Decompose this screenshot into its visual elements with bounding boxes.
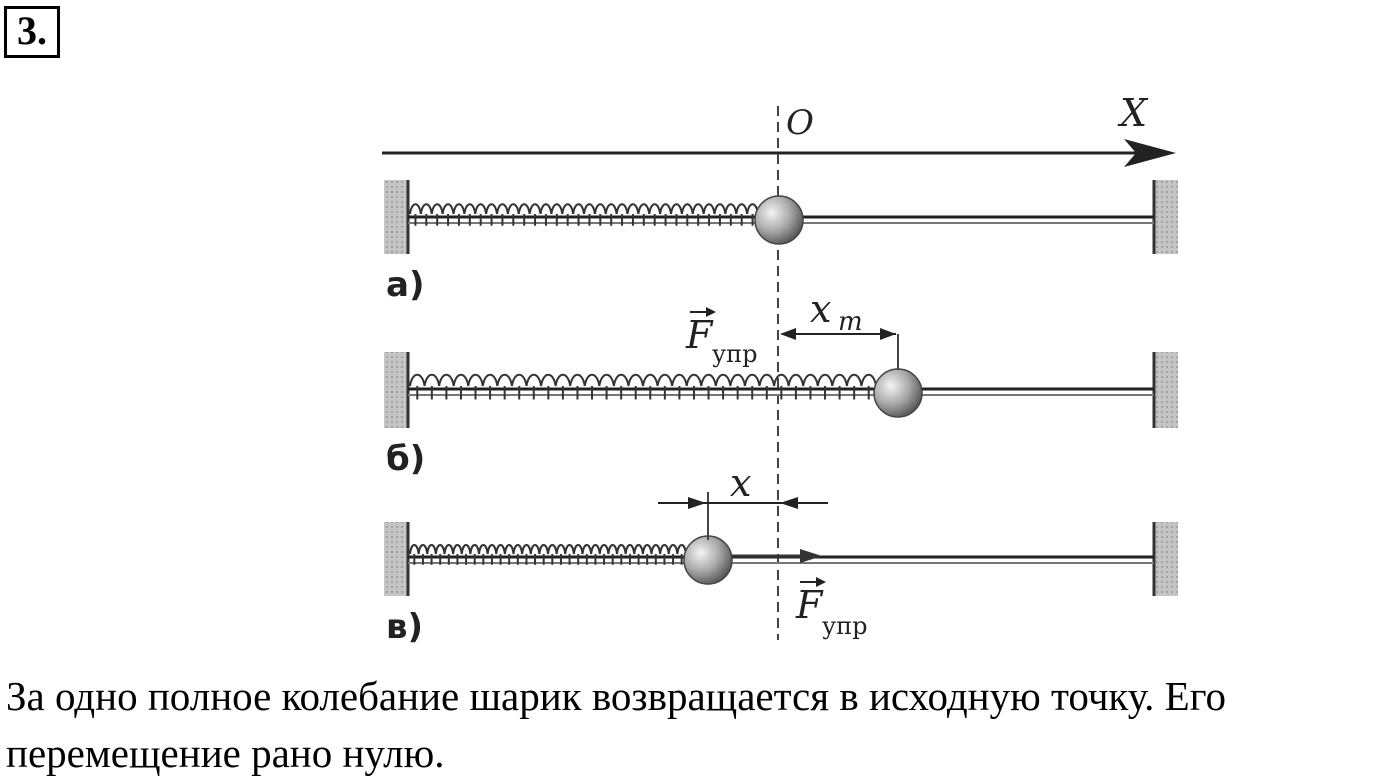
force-vector-tip bbox=[816, 577, 826, 587]
spring bbox=[409, 373, 877, 400]
spring bbox=[409, 544, 687, 565]
displacement-arrow-in-left bbox=[688, 497, 706, 509]
amplitude-arrow-right bbox=[880, 328, 896, 340]
amplitude-label: x bbox=[810, 287, 831, 331]
panel-c: x F упр в) bbox=[384, 461, 1178, 647]
force-label: F bbox=[685, 313, 714, 357]
panel-a: а) bbox=[384, 180, 1178, 305]
displacement-label: x bbox=[730, 461, 751, 505]
amplitude-subscript: m bbox=[838, 307, 863, 337]
panel-label-a: а) bbox=[386, 265, 424, 305]
force-subscript: упр bbox=[822, 612, 867, 640]
axis-label-x: X bbox=[1117, 91, 1149, 135]
ball bbox=[873, 368, 923, 418]
x-axis-arrowhead bbox=[1124, 139, 1176, 167]
force-subscript: упр bbox=[712, 340, 757, 368]
answer-text: За одно полное колебание шарик возвращае… bbox=[6, 673, 1227, 776]
origin-label: O bbox=[786, 103, 814, 143]
force-arrow-head bbox=[800, 549, 822, 563]
spring bbox=[409, 203, 759, 226]
left-wall bbox=[384, 180, 408, 254]
left-wall bbox=[384, 522, 408, 596]
right-wall bbox=[1154, 180, 1178, 254]
ball bbox=[683, 535, 733, 585]
left-wall bbox=[384, 352, 408, 428]
force-label: F bbox=[795, 583, 824, 627]
right-wall bbox=[1154, 352, 1178, 428]
displacement-arrow-in-right bbox=[780, 497, 798, 509]
panel-label-c: в) bbox=[386, 607, 423, 647]
panel-label-b: б) bbox=[386, 439, 425, 479]
amplitude-arrow-left bbox=[780, 328, 796, 340]
right-wall bbox=[1154, 522, 1178, 596]
ball bbox=[754, 195, 804, 245]
spring-oscillation-figure: O X а) F упр x m б) bbox=[382, 91, 1178, 647]
panel-b: F упр x m б) bbox=[384, 287, 1178, 479]
task-number: 3. bbox=[4, 6, 60, 58]
force-vector-tip bbox=[706, 307, 716, 317]
